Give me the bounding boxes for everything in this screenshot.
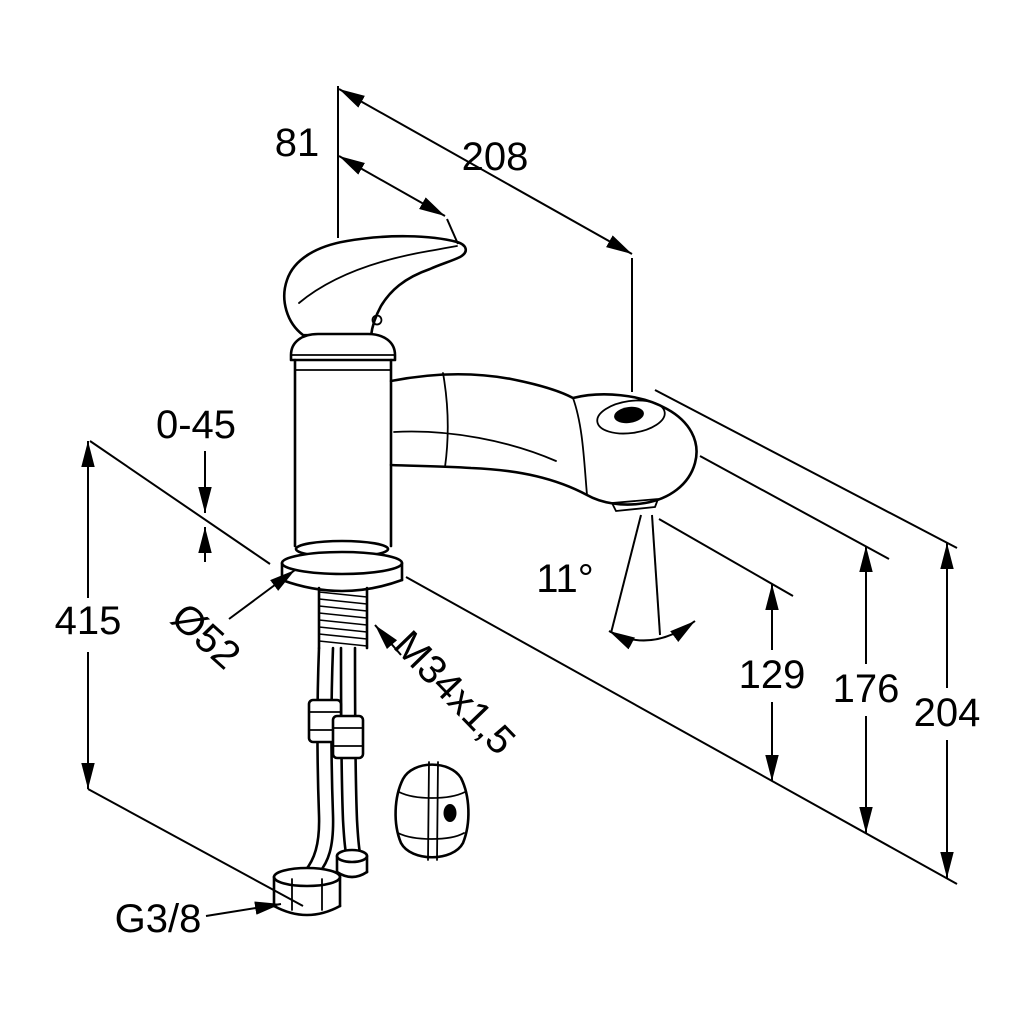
dim-label-176: 176 (833, 667, 900, 711)
hose-a-left-edge (303, 646, 321, 873)
dim-label-81: 81 (275, 121, 320, 165)
faucet-handle-lever (283, 234, 467, 338)
escutcheon-bottom (280, 578, 404, 593)
leader-line-shank-thread (374, 624, 402, 656)
dim-label-shank-thread: M34x1,5 (385, 623, 523, 764)
faucet-outline (272, 234, 698, 917)
dim-label-spray-angle: 11° (536, 557, 594, 601)
extension-line-204-top (654, 389, 958, 549)
spray-outlet (611, 498, 659, 512)
hose-weight-bands (397, 791, 466, 840)
connection-nut-bottom (272, 904, 342, 917)
dimension-annotations (81, 86, 958, 917)
hose-weight-hole (443, 804, 457, 822)
dimension-line-81 (338, 155, 446, 217)
hose-weight-slot (427, 761, 439, 861)
hose-b-connector (331, 714, 365, 760)
dim-label-415: 415 (55, 599, 122, 643)
faucet-spout-arm (389, 373, 698, 506)
spout-contour-line (393, 430, 557, 462)
shank-threads (318, 591, 368, 647)
hose-b-nut-bottom (335, 870, 369, 879)
hose-a-right-edge (317, 646, 335, 875)
handle-set-screw (371, 314, 383, 326)
connection-nut-top (272, 866, 342, 888)
spray-head-separation-line (572, 397, 588, 496)
spray-angle-line-vertical (651, 514, 661, 636)
hose-b-left-edge (339, 646, 348, 855)
spray-angle-arc (608, 620, 696, 650)
hose-b-nut-top (335, 848, 369, 864)
hose-weight-body (394, 763, 470, 859)
spray-angle-line-tilted (610, 514, 642, 634)
cartridge-cap (289, 332, 397, 362)
dim-label-208: 208 (462, 135, 529, 179)
extension-line-bottom-left (87, 788, 304, 907)
spout-segment-line (442, 372, 449, 468)
dimension-labels: 81 208 0-45 415 Ø52 M34x1,5 11° 129 176 … (55, 121, 981, 941)
leader-line-connection-thread (205, 901, 282, 917)
dim-label-base-diameter: Ø52 (163, 595, 249, 678)
escutcheon-top (280, 550, 404, 576)
spray-button-inner (614, 406, 644, 424)
leader-line-base-diameter (228, 569, 296, 620)
dimension-line-208 (338, 88, 633, 255)
connection-nut-sides (272, 875, 342, 908)
extension-line-129-top (658, 518, 794, 597)
extension-line-176-top (699, 455, 890, 560)
hose-b-nut-sides (335, 854, 369, 874)
dim-label-0-45: 0-45 (156, 403, 236, 447)
hose-b-connector-bands (332, 727, 364, 747)
hose-b-right-edge (353, 646, 362, 855)
connection-nut-flats (291, 878, 323, 911)
dim-label-connection-thread: G3/8 (115, 897, 202, 941)
dim-label-204: 204 (914, 691, 981, 735)
spray-button-outer (596, 399, 666, 435)
dim-label-129: 129 (739, 653, 806, 697)
extension-line-deck-left (89, 440, 271, 565)
